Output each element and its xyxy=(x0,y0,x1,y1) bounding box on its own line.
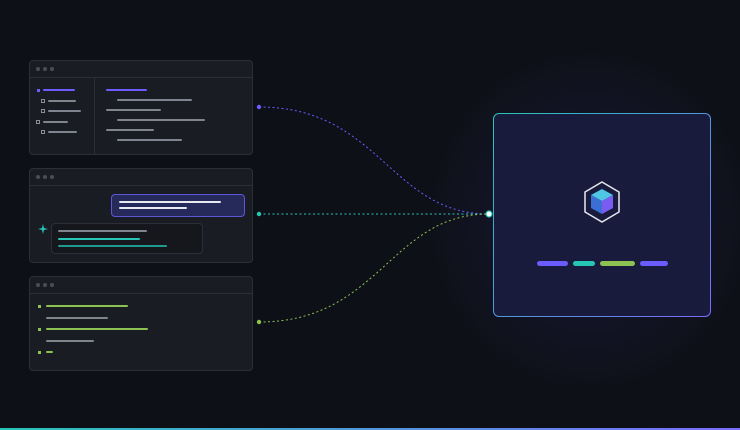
window-dot xyxy=(43,175,47,179)
checklist-bullet xyxy=(38,351,41,354)
hub-pill xyxy=(573,261,595,266)
window-titlebar xyxy=(30,61,252,78)
window-dot xyxy=(36,175,40,179)
cube-icon xyxy=(584,181,620,223)
checklist-note xyxy=(46,340,94,342)
document-line xyxy=(106,109,161,111)
checklist-window xyxy=(29,276,253,371)
checklist-item xyxy=(46,305,128,307)
window-dot xyxy=(43,67,47,71)
sparkle-icon xyxy=(38,224,48,234)
window-titlebar xyxy=(30,169,252,186)
hub-input-node xyxy=(485,210,493,218)
tree-bullet xyxy=(36,120,40,124)
window-titlebar xyxy=(30,277,252,294)
window-dot xyxy=(50,175,54,179)
tree-item xyxy=(48,110,81,112)
hub-pill xyxy=(600,261,635,266)
chat-window xyxy=(29,168,253,263)
checklist-note xyxy=(46,317,108,319)
message-line xyxy=(119,207,187,209)
document-heading xyxy=(106,89,147,91)
connector-start-document xyxy=(256,104,262,110)
sidebar-divider xyxy=(94,77,95,154)
hub-pill xyxy=(537,261,568,266)
tree-bullet xyxy=(37,89,40,92)
tree-bullet xyxy=(41,130,45,134)
checklist-bullet xyxy=(38,328,41,331)
document-window xyxy=(29,60,253,155)
connector-start-checklist xyxy=(256,319,262,325)
message-line xyxy=(119,201,221,203)
window-dot xyxy=(50,283,54,287)
connector-checklist xyxy=(258,213,490,323)
tree-item xyxy=(43,121,68,123)
tree-bullet xyxy=(41,109,45,113)
window-dot xyxy=(36,67,40,71)
connector-document xyxy=(258,106,490,215)
document-line xyxy=(117,139,182,141)
window-dot xyxy=(43,283,47,287)
connector-start-chat xyxy=(256,211,262,217)
document-line xyxy=(117,119,205,121)
hub-panel xyxy=(493,113,711,317)
hub-pill xyxy=(640,261,668,266)
checklist-item xyxy=(46,328,148,330)
document-line xyxy=(106,129,154,131)
tree-item xyxy=(48,131,77,133)
message-line-highlight xyxy=(58,245,167,247)
tree-item-active xyxy=(43,89,75,91)
window-dot xyxy=(36,283,40,287)
user-message-bubble xyxy=(111,194,245,217)
assistant-message-bubble xyxy=(51,223,203,254)
checklist-item xyxy=(46,351,53,353)
message-line xyxy=(58,230,147,232)
document-line xyxy=(117,99,192,101)
window-dot xyxy=(50,67,54,71)
tree-item xyxy=(48,100,76,102)
tree-bullet xyxy=(41,99,45,103)
bottom-accent-line xyxy=(0,428,740,430)
message-line-highlight xyxy=(58,238,140,240)
checklist-bullet xyxy=(38,305,41,308)
